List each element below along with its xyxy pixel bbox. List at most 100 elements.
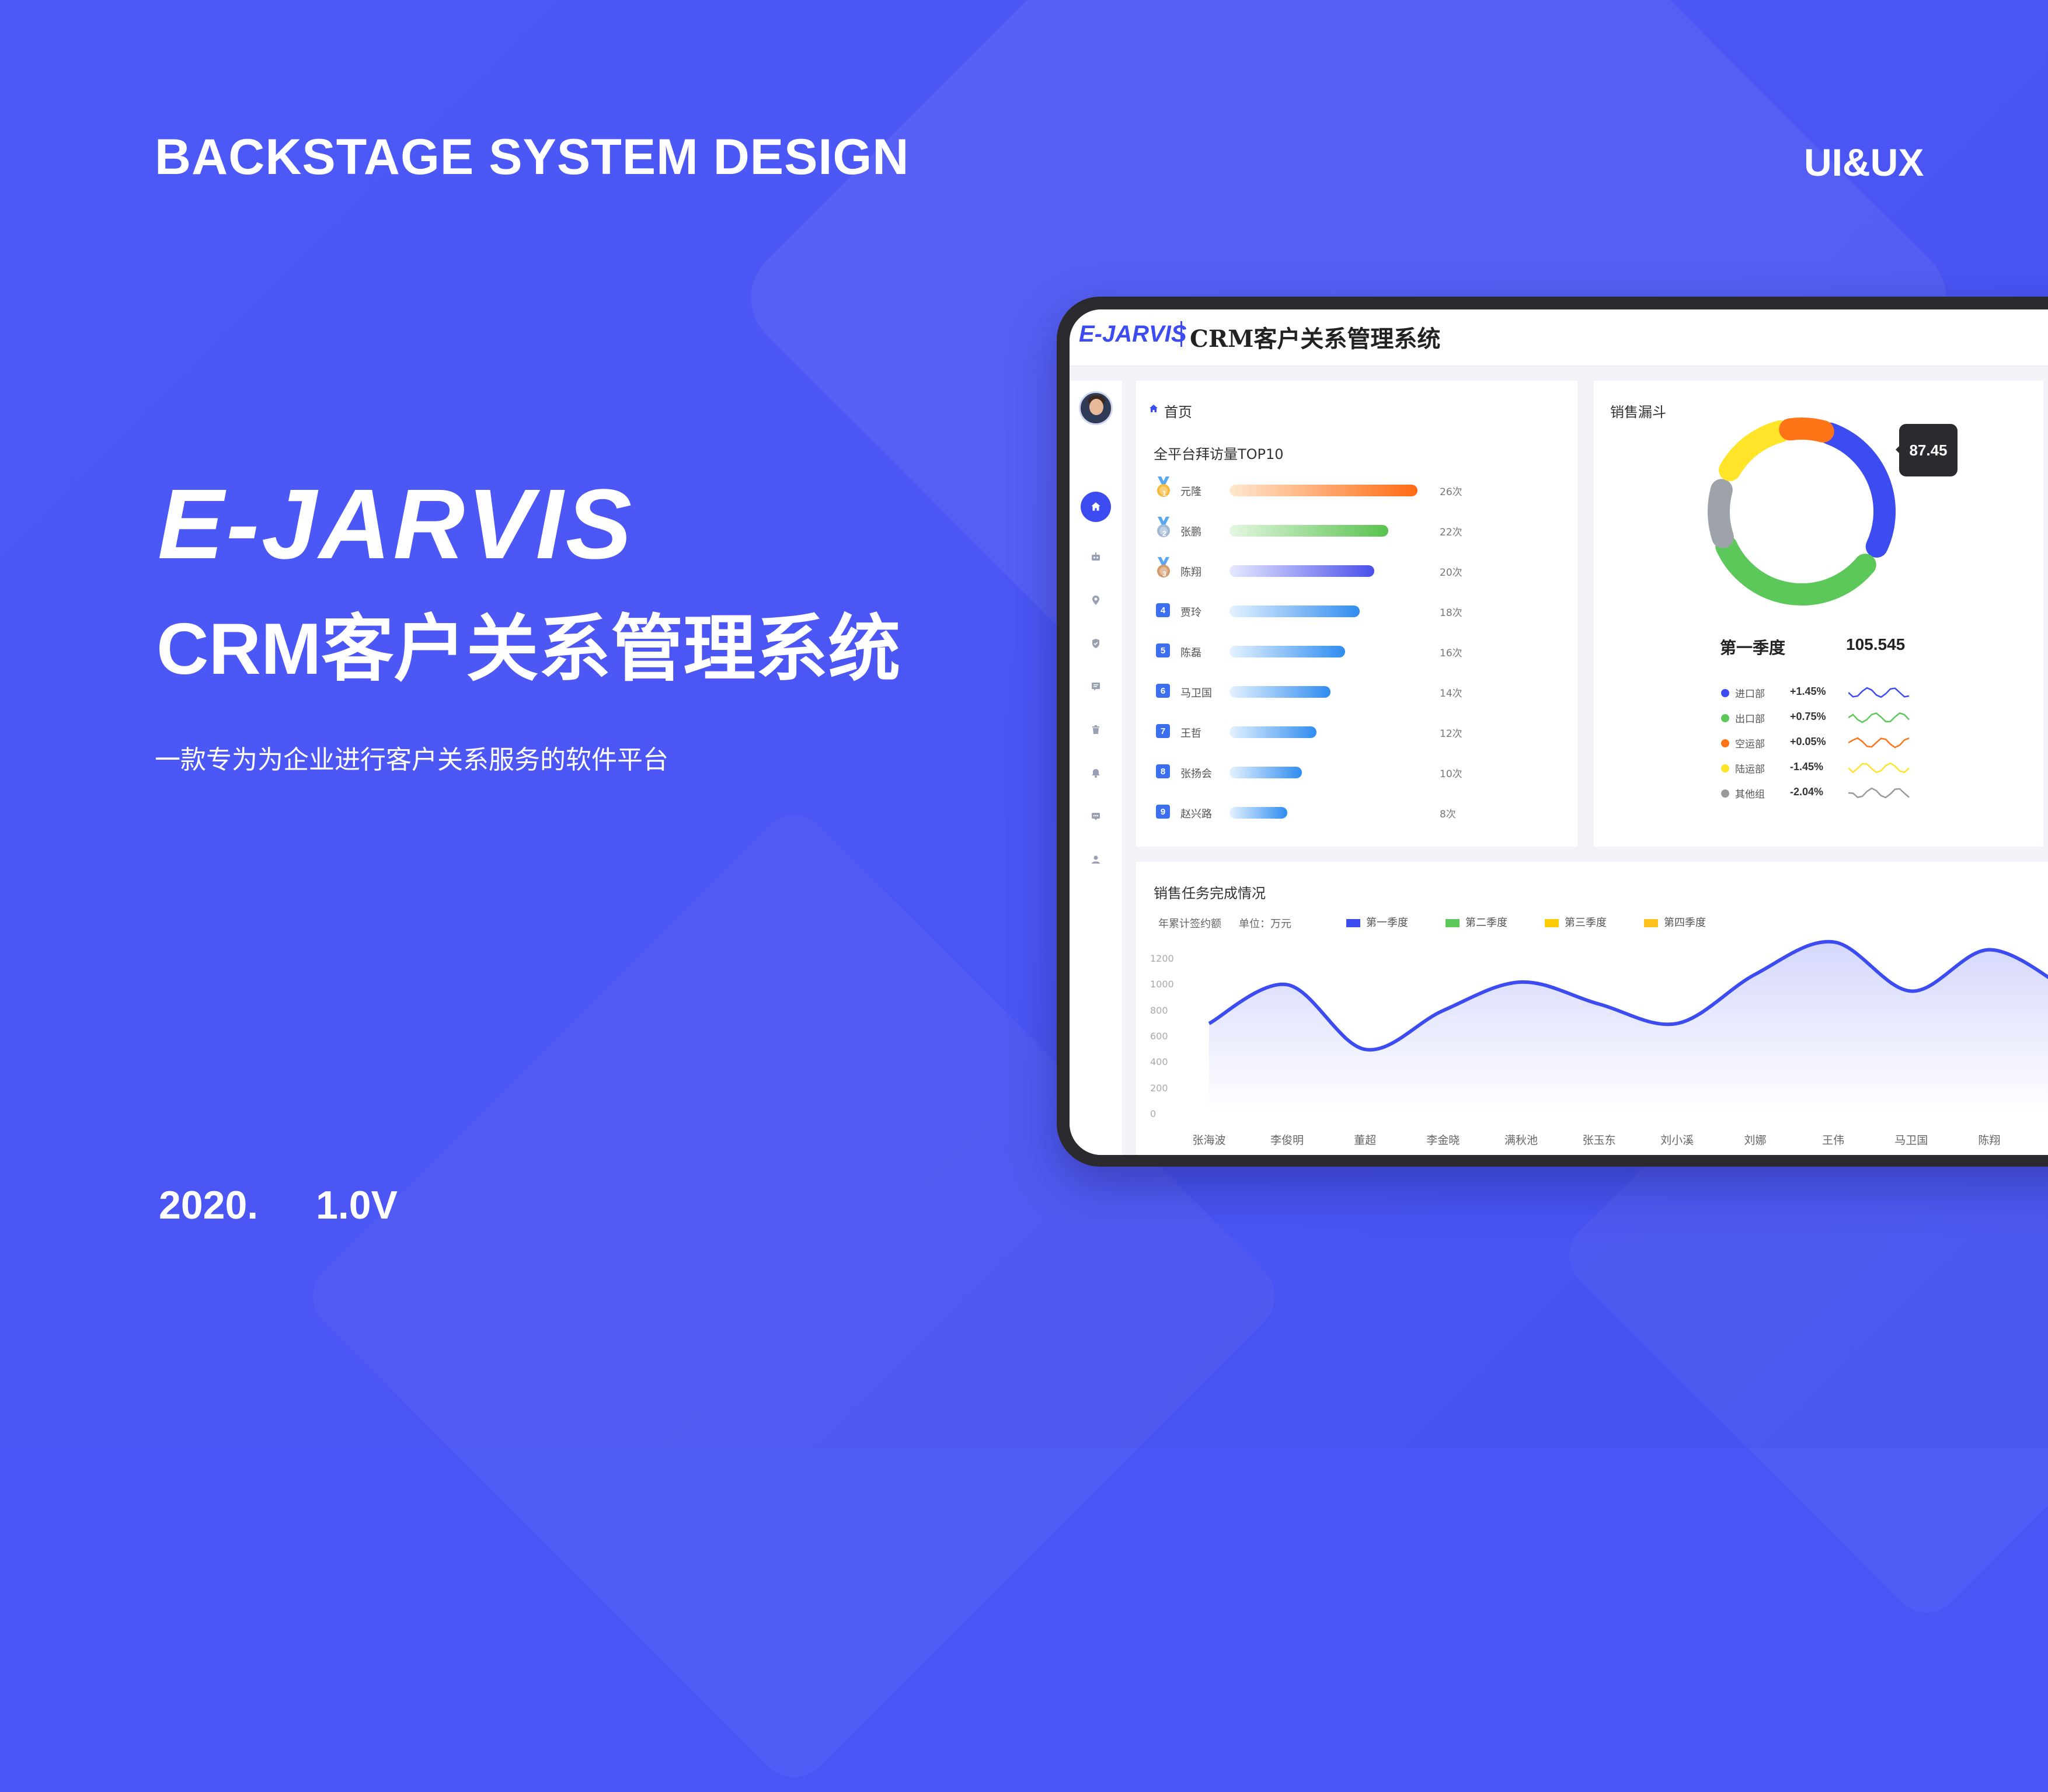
legend-value: -2.04%	[1790, 786, 1824, 798]
y-tick-label: 600	[1150, 1031, 1168, 1042]
chat-icon[interactable]	[1070, 805, 1122, 828]
legend-label: 第二季度	[1465, 917, 1507, 929]
rank-number: 9	[1156, 805, 1170, 819]
ranking-title: 全平台拜访量TOP10	[1154, 446, 1284, 462]
legend-value: -1.45%	[1790, 761, 1824, 773]
legend-swatch	[1545, 919, 1559, 927]
x-tick-label: 刘娜	[1744, 1134, 1767, 1147]
y-tick-label: 400	[1150, 1056, 1168, 1068]
legend-item[interactable]: 第三季度	[1545, 914, 1607, 932]
donut-segment[interactable]	[1715, 535, 1876, 606]
legend-item: 进口部+1.45%	[1721, 684, 1955, 702]
x-tick-label: 王伟	[1822, 1134, 1845, 1147]
rank-bar	[1230, 525, 1389, 537]
location-icon[interactable]	[1070, 589, 1122, 612]
x-tick-label: 满秋池	[1504, 1134, 1538, 1147]
rank-bar	[1230, 606, 1360, 617]
rank-number: 1	[1162, 489, 1166, 497]
trash-icon[interactable]	[1070, 718, 1122, 742]
y-tick-label: 800	[1150, 1004, 1168, 1016]
y-tick-label: 1000	[1150, 979, 1174, 990]
chart-unit: 单位：万元	[1239, 918, 1291, 930]
donut-segment[interactable]	[1708, 479, 1734, 548]
x-tick-label: 陈翔	[1978, 1134, 2001, 1147]
sparkline	[1848, 712, 1910, 723]
legend-item: 出口部+0.75%	[1721, 709, 1955, 727]
shield-icon[interactable]	[1070, 632, 1122, 655]
legend-item[interactable]: 第二季度	[1446, 914, 1507, 932]
rank-bar	[1230, 485, 1417, 496]
rank-count: 10次	[1440, 768, 1462, 780]
y-tick-label: 1200	[1150, 953, 1174, 964]
app-title: CRM客户关系管理系统	[1190, 325, 1441, 353]
rank-bar	[1230, 646, 1346, 657]
rank-count: 22次	[1440, 527, 1462, 538]
legend-item[interactable]: 第一季度	[1346, 914, 1408, 932]
chart-title: 销售任务完成情况	[1154, 885, 1266, 902]
rank-count: 16次	[1440, 648, 1462, 659]
rank-count: 14次	[1440, 688, 1462, 700]
rank-bar	[1230, 686, 1331, 698]
rank-name: 陈翔	[1180, 566, 1201, 579]
bell-icon[interactable]	[1070, 761, 1122, 785]
rank-name: 贾玲	[1180, 607, 1201, 619]
legend-label: 第四季度	[1664, 917, 1706, 929]
legend-value: +1.45%	[1790, 686, 1826, 697]
series-line[interactable]	[1208, 940, 2048, 1052]
donut-segment[interactable]	[1779, 417, 1834, 443]
product-subtitle: 一款专为为企业进行客户关系服务的软件平台	[155, 745, 668, 775]
robot-icon[interactable]	[1070, 545, 1122, 569]
product-title: CRM客户关系管理系统	[156, 609, 901, 690]
quarter-value: 105.545	[1846, 635, 1906, 653]
value-tooltip: 87.45	[1896, 424, 1958, 476]
legend-label: 第一季度	[1366, 917, 1408, 929]
rank-bar	[1230, 767, 1302, 778]
rank-name: 陈磊	[1180, 647, 1201, 659]
rank-number: 5	[1156, 643, 1170, 657]
legend-dot	[1721, 764, 1729, 773]
rank-name: 张鹏	[1180, 526, 1201, 538]
brand-logo-text: E-JARVIS	[158, 469, 635, 580]
user-icon[interactable]	[1070, 848, 1122, 871]
legend-item: 其他组-2.04%	[1721, 785, 1955, 802]
legend-label: 第三季度	[1565, 917, 1607, 929]
legend-swatch	[1346, 919, 1360, 927]
home-icon[interactable]	[1081, 492, 1111, 522]
rank-number: 6	[1156, 684, 1170, 698]
y-tick-label: 200	[1150, 1082, 1168, 1094]
legend-item: 陆运部-1.45%	[1721, 760, 1955, 777]
avatar[interactable]	[1079, 391, 1113, 425]
breadcrumb[interactable]: 首页	[1164, 404, 1192, 420]
x-tick-label: 马卫国	[1894, 1134, 1928, 1147]
rank-name: 张扬会	[1180, 768, 1212, 780]
x-tick-label: 董超	[1354, 1134, 1377, 1147]
x-tick-label: 张艳辉	[2035, 1132, 2048, 1147]
legend-item[interactable]: 第四季度	[1644, 914, 1706, 932]
medal-icon	[1155, 557, 1172, 580]
list-item[interactable]: 5 陈磊 16次	[1136, 641, 1577, 664]
chart-subtitle: 年累计签约额	[1158, 918, 1221, 930]
sparkline	[1848, 687, 1910, 698]
x-tick-label: 刘小溪	[1660, 1134, 1694, 1147]
donut-segment[interactable]	[1719, 420, 1792, 481]
rank-bar	[1230, 565, 1374, 577]
legend-name: 出口部	[1735, 714, 1765, 725]
donut-segment[interactable]	[1819, 422, 1896, 558]
app-logo: E-JARVIS	[1079, 321, 1187, 347]
rank-number: 4	[1156, 603, 1170, 617]
rank-count: 12次	[1440, 728, 1462, 740]
legend-value: +0.05%	[1790, 736, 1826, 747]
rank-name: 王哲	[1180, 728, 1201, 740]
message-icon[interactable]	[1070, 675, 1122, 698]
